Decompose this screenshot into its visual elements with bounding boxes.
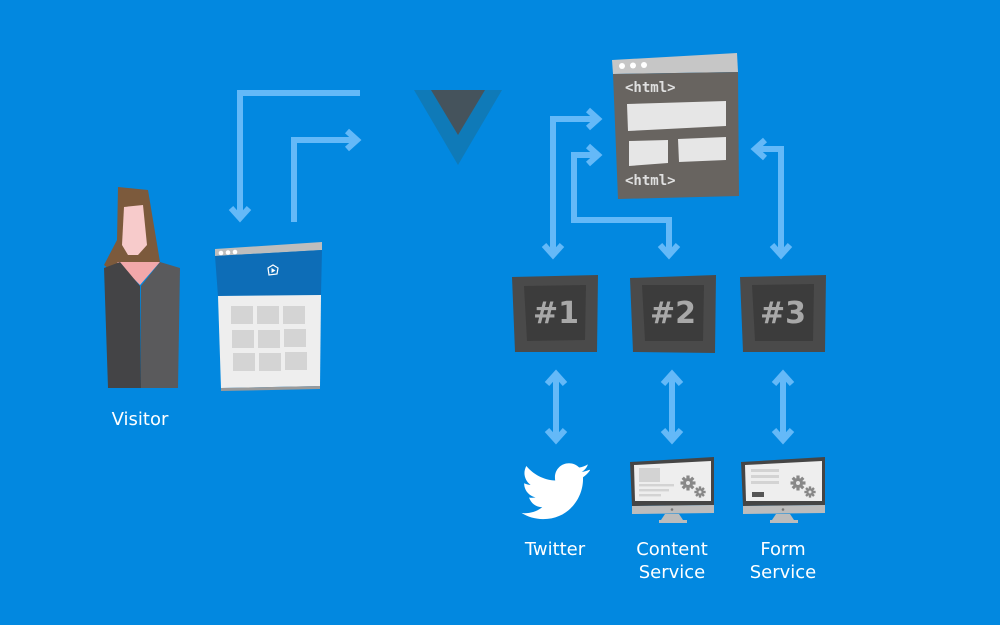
arrow-response-right: [291, 128, 362, 222]
arrow-component-1-twitter: [544, 369, 568, 445]
component-3-label: #3: [760, 296, 806, 331]
monitor-gears-icon: [741, 457, 825, 523]
browser-page-icon: [215, 242, 322, 391]
person-icon: [104, 187, 180, 388]
monitor-gears-icon: [630, 457, 714, 523]
html-close-tag: <html>: [625, 173, 676, 189]
component-2-label: #2: [650, 296, 696, 331]
twitter-label: Twitter: [524, 539, 586, 560]
arrow-component-3-form-service: [771, 369, 795, 445]
content-service-label-line1: Content: [636, 539, 708, 560]
form-service-label-line1: Form: [760, 539, 806, 560]
form-service-label: Form Service: [733, 538, 833, 584]
arrow-template-component-1: [541, 107, 603, 260]
twitter-bird-icon: [521, 463, 591, 520]
visitor-label: Visitor: [111, 409, 169, 430]
html-open-tag: <html>: [625, 80, 676, 96]
component-2: [630, 275, 716, 353]
content-service-label-line2: Service: [638, 562, 706, 583]
component-3: [740, 275, 826, 352]
content-service-label: Content Service: [622, 538, 722, 584]
arrow-template-component-3: [750, 137, 793, 260]
arrow-template-component-2: [571, 143, 681, 260]
component-1-label: #1: [533, 296, 579, 331]
form-service-label-line2: Service: [749, 562, 817, 583]
arrow-component-2-content-service: [660, 369, 684, 445]
play-icon: [267, 264, 279, 276]
component-1: [512, 275, 598, 352]
html-template-page: [612, 53, 739, 199]
arrow-request-down: [228, 90, 360, 223]
vue-logo-icon: [414, 90, 502, 165]
